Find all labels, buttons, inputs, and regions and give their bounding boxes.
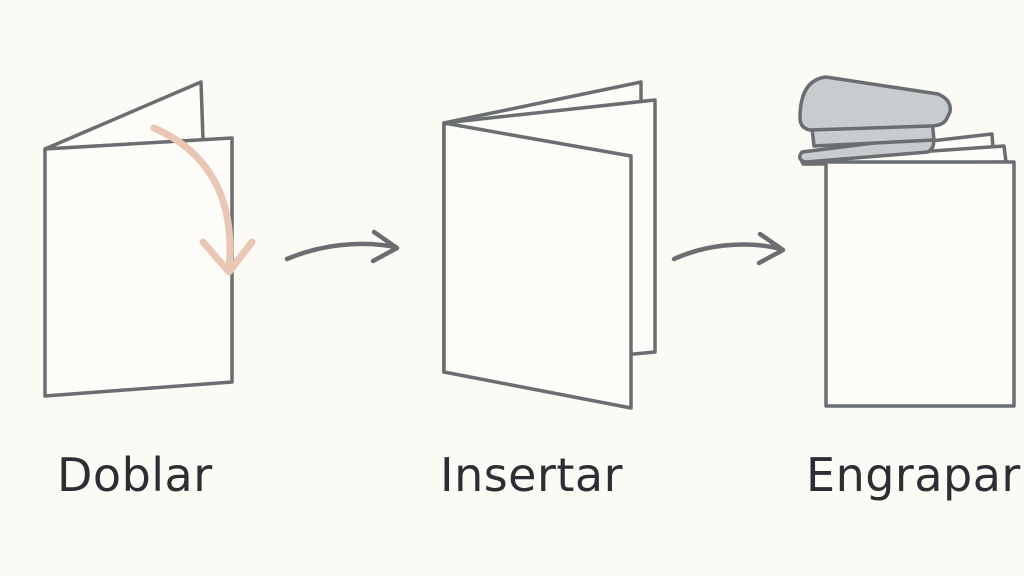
stapler-icon — [798, 75, 952, 164]
stapled-booklet-icon — [798, 132, 1016, 408]
step-label-fold: Doblar — [57, 448, 213, 502]
step-label-staple: Engrapar — [806, 448, 1021, 502]
front-sheet — [43, 136, 234, 398]
outer-sheet-front — [442, 121, 633, 410]
stapler-top — [798, 75, 952, 132]
fold-arrow-icon — [150, 124, 256, 276]
next-step-arrow-icon-2 — [671, 231, 786, 266]
booklet-cover — [824, 160, 1016, 408]
next-step-arrow-icon — [284, 229, 400, 264]
nested-sheets-icon — [442, 80, 657, 410]
step-label-insert: Insertar — [440, 448, 624, 502]
